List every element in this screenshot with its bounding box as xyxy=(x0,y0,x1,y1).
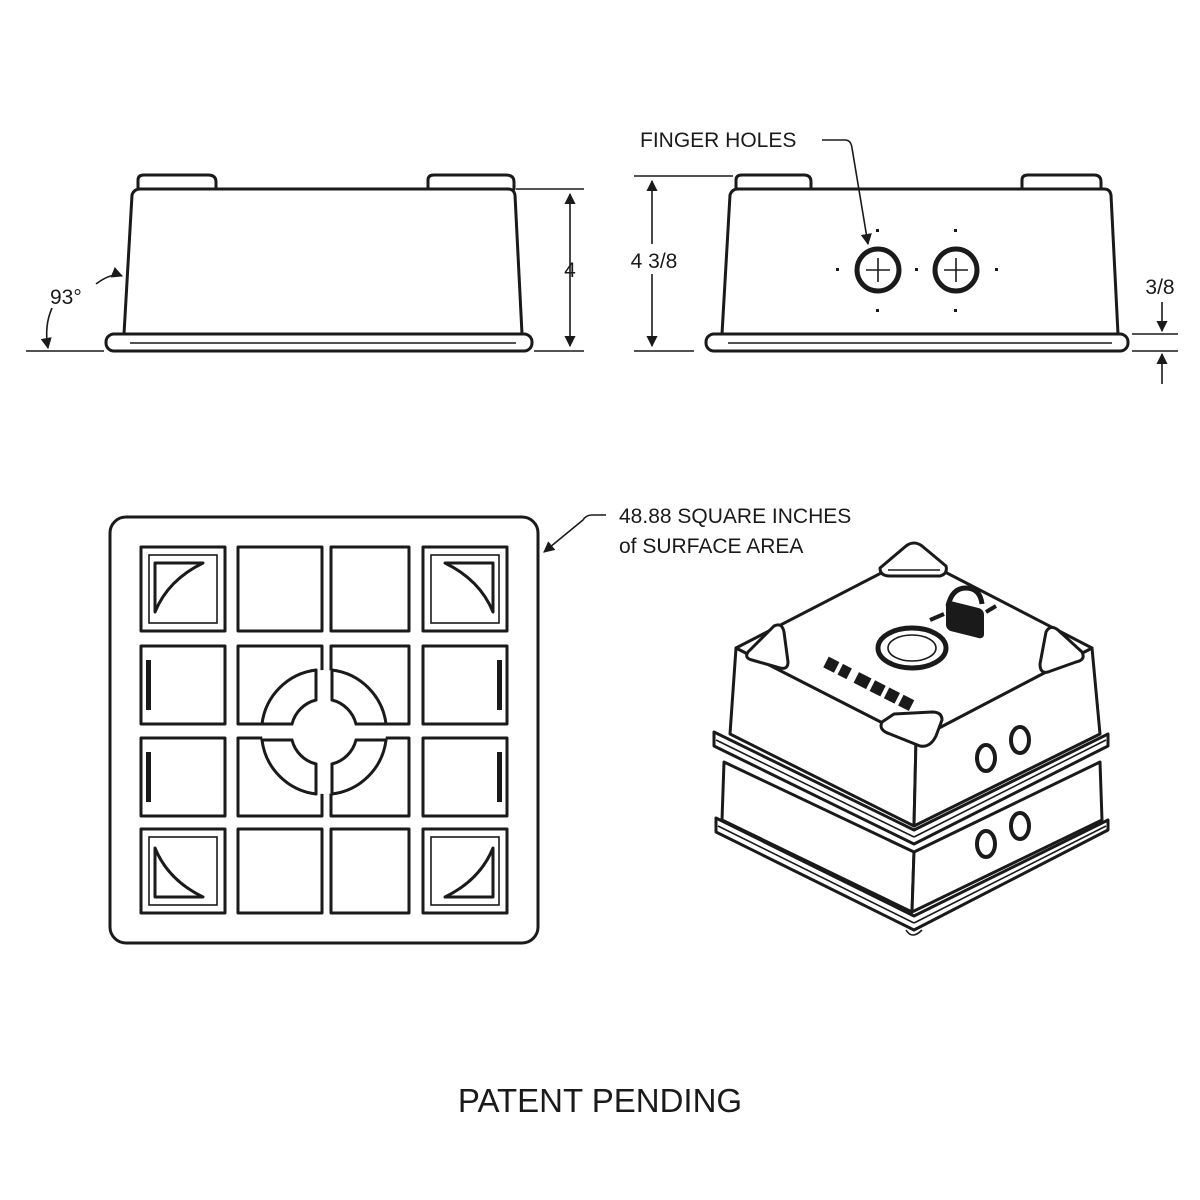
front-view-body xyxy=(720,187,1120,336)
iso-lug-left xyxy=(745,623,790,670)
side-view-right-lug xyxy=(426,173,516,191)
front-view-left-lug xyxy=(734,173,813,191)
base-thickness-label: 3/8 xyxy=(1145,276,1174,299)
iso-lug-back xyxy=(878,541,948,578)
isometric-view xyxy=(712,541,1110,936)
iso-lower-base-flange xyxy=(714,816,1110,932)
finger-hole-center-marks xyxy=(836,229,998,312)
iso-upper-side-holes xyxy=(975,725,1031,773)
grid-cell xyxy=(329,827,411,915)
iso-lower-unit-right-face xyxy=(910,760,1104,914)
surface-area-label-line2: of SURFACE AREA xyxy=(619,535,803,558)
iso-lug-front xyxy=(879,710,944,748)
side-view-body xyxy=(122,187,524,336)
front-view: FINGER HOLES 4 3/8 3/8 xyxy=(622,129,1178,384)
grid-cell xyxy=(139,736,227,818)
grid-cell xyxy=(139,827,227,915)
iso-brand-mark xyxy=(823,656,915,711)
top-view: 48.88 SQUARE INCHES of SURFACE AREA xyxy=(108,505,851,945)
grid-cell xyxy=(139,545,227,633)
iso-top-center-hole xyxy=(875,625,949,671)
iso-middle-flange xyxy=(712,730,1110,846)
side-view-angle-label: 93° xyxy=(50,286,82,309)
front-view-height-label: 4 3/8 xyxy=(631,250,678,273)
side-view-angle-arc xyxy=(95,267,124,285)
finger-holes-callout-label: FINGER HOLES xyxy=(640,129,796,152)
center-recess xyxy=(260,668,388,796)
finger-hole-right xyxy=(932,246,980,294)
corner-triangle-bottom-right xyxy=(443,846,495,899)
corner-triangle-top-right xyxy=(443,561,495,614)
iso-lock-logo-icon xyxy=(929,585,998,639)
grid-cell xyxy=(421,736,509,818)
grid-cell xyxy=(236,545,324,633)
finger-hole-left xyxy=(854,246,902,294)
grid-cell xyxy=(236,827,324,915)
iso-lower-side-holes xyxy=(975,811,1031,859)
surface-area-leader xyxy=(543,514,606,553)
front-view-right-lug xyxy=(1020,173,1103,191)
grid-cell xyxy=(329,545,411,633)
patent-pending-label: PATENT PENDING xyxy=(457,1082,743,1119)
side-view-height-label: 4 xyxy=(564,259,576,282)
grid-cell xyxy=(421,545,509,633)
side-view: 4 93° xyxy=(26,173,584,353)
corner-triangle-top-left xyxy=(153,561,205,614)
corner-triangle-bottom-left xyxy=(153,846,205,899)
grid-cell xyxy=(421,827,509,915)
grid-cell xyxy=(421,644,509,726)
side-view-angle-arc-lower xyxy=(40,307,53,350)
side-view-left-lug xyxy=(136,173,218,191)
finger-holes-leader xyxy=(822,139,872,246)
iso-lug-right xyxy=(1038,625,1085,674)
surface-area-label-line1: 48.88 SQUARE INCHES xyxy=(619,505,851,528)
grid-cell xyxy=(139,644,227,726)
